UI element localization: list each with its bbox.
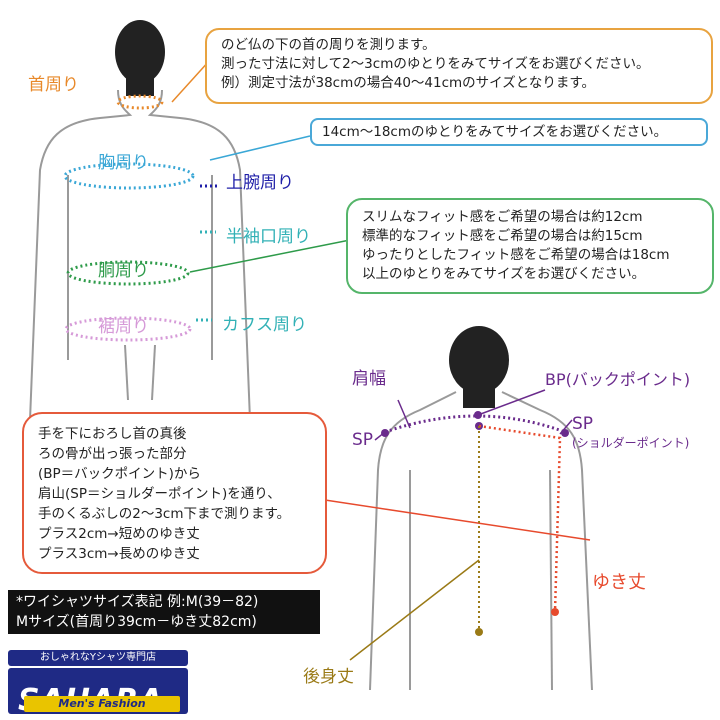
- front-head: [115, 20, 165, 96]
- sp-left-label: SP: [352, 430, 374, 450]
- sleeve-note: 手を下におろし首の真後 ろの骨が出っ張った部分 (BP＝バックポイント)から 肩…: [22, 412, 327, 574]
- waist-note-line: ゆったりとしたフィット感をご希望の場合は18cm: [362, 247, 670, 263]
- shoulder-width-label: 肩幅: [352, 369, 386, 389]
- cuff-label: カフス周り: [222, 315, 307, 335]
- sleeve-length-line: [478, 424, 562, 613]
- waist-note-line: 以上のゆとりをみてサイズをお選びください。: [362, 266, 646, 282]
- chest-loop: [63, 162, 195, 190]
- back-length-label: 後身丈: [303, 667, 354, 687]
- sleeve-note-line: (BP＝バックポイント)から: [38, 466, 201, 482]
- sleeve-note-line: 手を下におろし首の真後: [38, 426, 187, 442]
- neck-note: のど仏の下の首の周りを測ります。 測った寸法に対して2～3cmのゆとりをみてサイ…: [205, 28, 713, 104]
- sleeve-note-line: 手のくるぶしの2～3cm下まで測ります。: [38, 506, 291, 522]
- upper-arm-label: 上腕周り: [226, 173, 294, 193]
- legend-line: *ワイシャツサイズ表記 例:M(39－82): [16, 594, 259, 610]
- shoulder-width-line: [384, 414, 566, 434]
- sleeve-note-line: プラス2cm→短めのゆき丈: [38, 526, 200, 542]
- waist-note-line: 標準的なフィット感をご希望の場合は約15cm: [362, 228, 643, 244]
- logo-tagline: おしゃれなYシャツ専門店: [8, 650, 188, 666]
- half-sleeve-label: 半袖口周り: [226, 227, 311, 247]
- chest-note: 14cm～18cmのゆとりをみてサイズをお選びください。: [310, 118, 708, 146]
- waist-note-line: スリムなフィット感をご希望の場合は約12cm: [362, 209, 643, 225]
- sleeve-note-line: プラス3cm→長めのゆき丈: [38, 546, 200, 562]
- sleeve-note-line: ろの骨が出っ張った部分: [38, 446, 187, 462]
- hem-loop: [64, 316, 192, 342]
- neck-loop: [116, 94, 164, 110]
- bp-label: BP(バックポイント): [545, 370, 691, 389]
- legend-line: Mサイズ(首周り39cm－ゆき丈82cm): [16, 614, 257, 630]
- sp-right-label: SP: [572, 414, 594, 434]
- waist-note: スリムなフィット感をご希望の場合は約12cm 標準的なフィット感をご希望の場合は…: [346, 198, 714, 294]
- size-legend: *ワイシャツサイズ表記 例:M(39－82) Mサイズ(首周り39cm－ゆき丈8…: [8, 590, 320, 634]
- waist-loop: [66, 260, 190, 286]
- waist-label: 胴周り: [98, 261, 149, 281]
- brand-logo: おしゃれなYシャツ専門店 SAHARA Men's Fashion: [8, 650, 188, 716]
- logo-subtitle: Men's Fashion: [24, 696, 180, 712]
- chest-note-line: 14cm～18cmのゆとりをみてサイズをお選びください。: [322, 124, 668, 140]
- neck-note-line: 測った寸法に対して2～3cmのゆとりをみてサイズをお選びください。: [221, 56, 650, 72]
- sp-right-sublabel: (ショルダーポイント): [572, 436, 690, 450]
- neck-label: 首周り: [28, 75, 79, 95]
- neck-note-line: のど仏の下の首の周りを測ります。: [221, 37, 436, 53]
- back-head: [449, 326, 509, 408]
- sleeve-note-line: 肩山(SP＝ショルダーポイント)を通り、: [38, 486, 281, 502]
- chest-label: 胸周り: [98, 153, 149, 173]
- hem-label: 裾周り: [98, 317, 149, 337]
- front-figure: [29, 89, 251, 421]
- sleeve-length-label: ゆき丈: [592, 572, 646, 593]
- neck-note-line: 例）測定寸法が38cmの場合40～41cmのサイズとなります。: [221, 75, 596, 91]
